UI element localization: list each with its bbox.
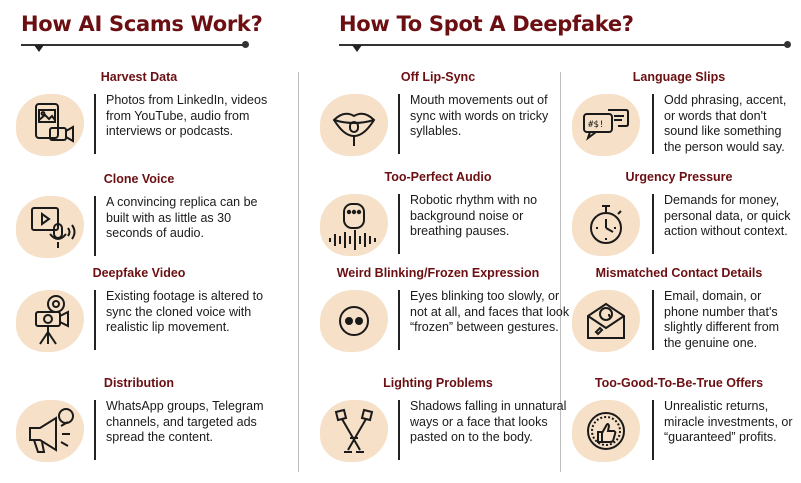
eyes-icon (322, 292, 386, 350)
left-title-pointer (34, 45, 44, 52)
card-too-good-offers: Too-Good-To-Be-True Offers Unrealistic r… (560, 376, 798, 483)
card-language-slips: Language Slips #$! Odd phrasing, accent,… (560, 70, 798, 180)
microphone-screen-icon (18, 198, 82, 256)
card-title: Distribution (103, 376, 175, 390)
card-off-lip-sync: Off Lip-Sync Mouth movements out of sync… (318, 70, 558, 180)
right-title-pointer (352, 45, 362, 52)
card-description: Email, domain, or phone number that's sl… (664, 289, 780, 350)
card-distribution: Distribution WhatsApp groups, Telegram c… (14, 376, 264, 483)
card-title: Language Slips (632, 70, 726, 84)
card-description: Unrealistic returns, miracle investments… (664, 399, 793, 444)
thumbs-up-badge-icon (574, 402, 638, 460)
card-description: A convincing replica can be built with a… (106, 195, 258, 240)
card-divider (94, 94, 96, 154)
card-divider (94, 400, 96, 460)
audio-wave-icon (322, 196, 386, 254)
lips-icon (322, 96, 386, 154)
icon-background (16, 400, 84, 462)
left-title-rule (21, 41, 249, 47)
card-divider (398, 194, 400, 254)
card-divider (652, 94, 654, 154)
stopwatch-icon (574, 196, 638, 254)
svg-text:#$!: #$! (588, 120, 604, 130)
card-lighting-problems: Lighting Problems Shadows falling in unn… (318, 376, 566, 483)
card-title: Urgency Pressure (625, 170, 733, 184)
card-description: Robotic rhythm with no background noise … (410, 193, 538, 238)
left-section-title: How AI Scams Work? (21, 12, 263, 36)
icon-background (320, 400, 388, 462)
card-divider (652, 194, 654, 254)
card-description: Demands for money, personal data, or qui… (664, 193, 791, 238)
right-section-title: How To Spot A Deepfake? (339, 12, 634, 36)
card-title: Deepfake Video (92, 266, 186, 280)
contact-envelope-icon (574, 292, 638, 350)
card-description: Shadows falling in unnatural ways or a f… (410, 399, 567, 444)
megaphone-icon (18, 402, 82, 460)
card-title: Mismatched Contact Details (595, 266, 763, 280)
card-title: Too-Perfect Audio (384, 170, 492, 184)
studio-lights-icon (322, 402, 386, 460)
card-urgency-pressure: Urgency Pressure Demands for money, pers… (560, 170, 798, 280)
card-clone-voice: Clone Voice A convincing replica can be … (14, 172, 264, 282)
column-divider-right (560, 72, 561, 472)
icon-background (572, 400, 640, 462)
icon-background (320, 290, 388, 352)
card-divider (398, 94, 400, 154)
card-description: Mouth movements out of sync with words o… (410, 93, 549, 138)
card-mismatched-contact: Mismatched Contact Details Email, domain… (560, 266, 798, 376)
card-divider (398, 400, 400, 460)
card-title: Lighting Problems (383, 376, 493, 390)
card-divider (652, 400, 654, 460)
card-divider (94, 290, 96, 350)
card-title: Off Lip-Sync (400, 70, 476, 84)
card-divider (398, 290, 400, 350)
card-description: WhatsApp groups, Telegram channels, and … (106, 399, 264, 444)
card-harvest-data: Harvest Data Photos from LinkedIn, video… (14, 70, 267, 180)
card-title: Weird Blinking/Frozen Expression (336, 266, 540, 280)
photo-video-icon (18, 96, 82, 154)
video-camera-icon (18, 292, 82, 350)
card-title: Too-Good-To-Be-True Offers (594, 376, 764, 390)
card-divider (94, 196, 96, 256)
card-divider (652, 290, 654, 350)
card-description: Eyes blinking too slowly, or not at all,… (410, 289, 570, 334)
card-too-perfect-audio: Too-Perfect Audio Robotic rhythm with no… (318, 170, 558, 280)
card-description: Odd phrasing, accent, or words that don'… (664, 93, 787, 154)
card-description: Existing footage is altered to sync the … (106, 289, 264, 334)
card-title: Clone Voice (103, 172, 175, 186)
right-title-rule (339, 41, 791, 47)
card-weird-blinking: Weird Blinking/Frozen Expression Eyes bl… (318, 266, 569, 376)
column-divider-left (298, 72, 299, 472)
card-title: Harvest Data (100, 70, 178, 84)
card-deepfake-video: Deepfake Video Existing footage is alter… (14, 266, 264, 376)
speech-bubbles-icon: #$! (574, 96, 638, 154)
card-description: Photos from LinkedIn, videos from YouTub… (106, 93, 268, 138)
